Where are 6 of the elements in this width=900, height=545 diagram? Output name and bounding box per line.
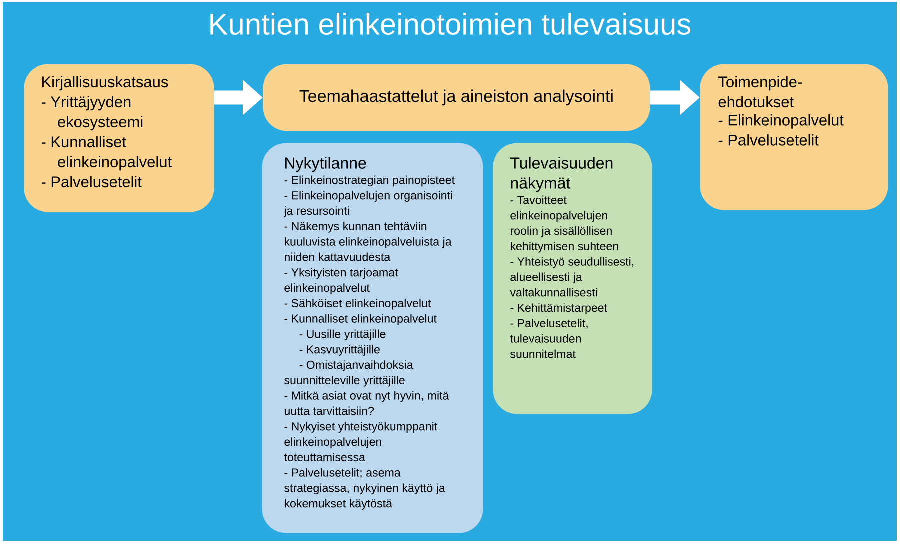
topic-box: Nykytilanne - Elinkeinostrategian painopisteet - Elinkeinopalvelujen organisointi ja resursointi - Näkemys kunnan tehtäviin kuuluvista elinkeinopalveluista ja niiden kattavuudesta - Yksityisten tarjoamat elinkeinopalvelut - Sähköiset elinkeinopalvelut - Kunnalliset elinkeinopalvelut - Uusille yrittäjille - Kasvuyrittäjille - Omistajanvaihdoksia suunnitteleville yrittäjille - Mitkä asiat ovat nyt hyvin, mitä uutta tarvittaisiin? - Nykyiset yhteistyökumppanit elinkeinopalvelujen toteuttamisessa - Palvelusetelit; asema strategiassa, nykyinen käyttö ja kokemukset käytöstä: [262, 143, 484, 534]
topic-box: Tulevaisuuden näkymät - Tavoitteet elinkeinopalvelujen roolin ja sisällöllisen kehittymisen suhteen - Yhteistyö seudullisesti, alueellisesti ja valtakunnallisesti - Kehittämistarpeet - Palvelusetelit, tulevaisuuden suunnitelmat: [493, 143, 652, 414]
process-box: Kirjallisuuskatsaus - Yrittäjyyden ekosysteemi - Kunnalliset elinkeinopalvelut - Palvelusetelit: [24, 64, 214, 212]
process-box: Toimenpide-ehdotukset - Elinkeinopalvelut - Palvelusetelit: [700, 64, 888, 210]
process-box: Teemahaastattelut ja aineiston analysointi: [263, 64, 650, 132]
title: Kuntien elinkeinotoimien tulevaisuus: [210, 12, 691, 36]
